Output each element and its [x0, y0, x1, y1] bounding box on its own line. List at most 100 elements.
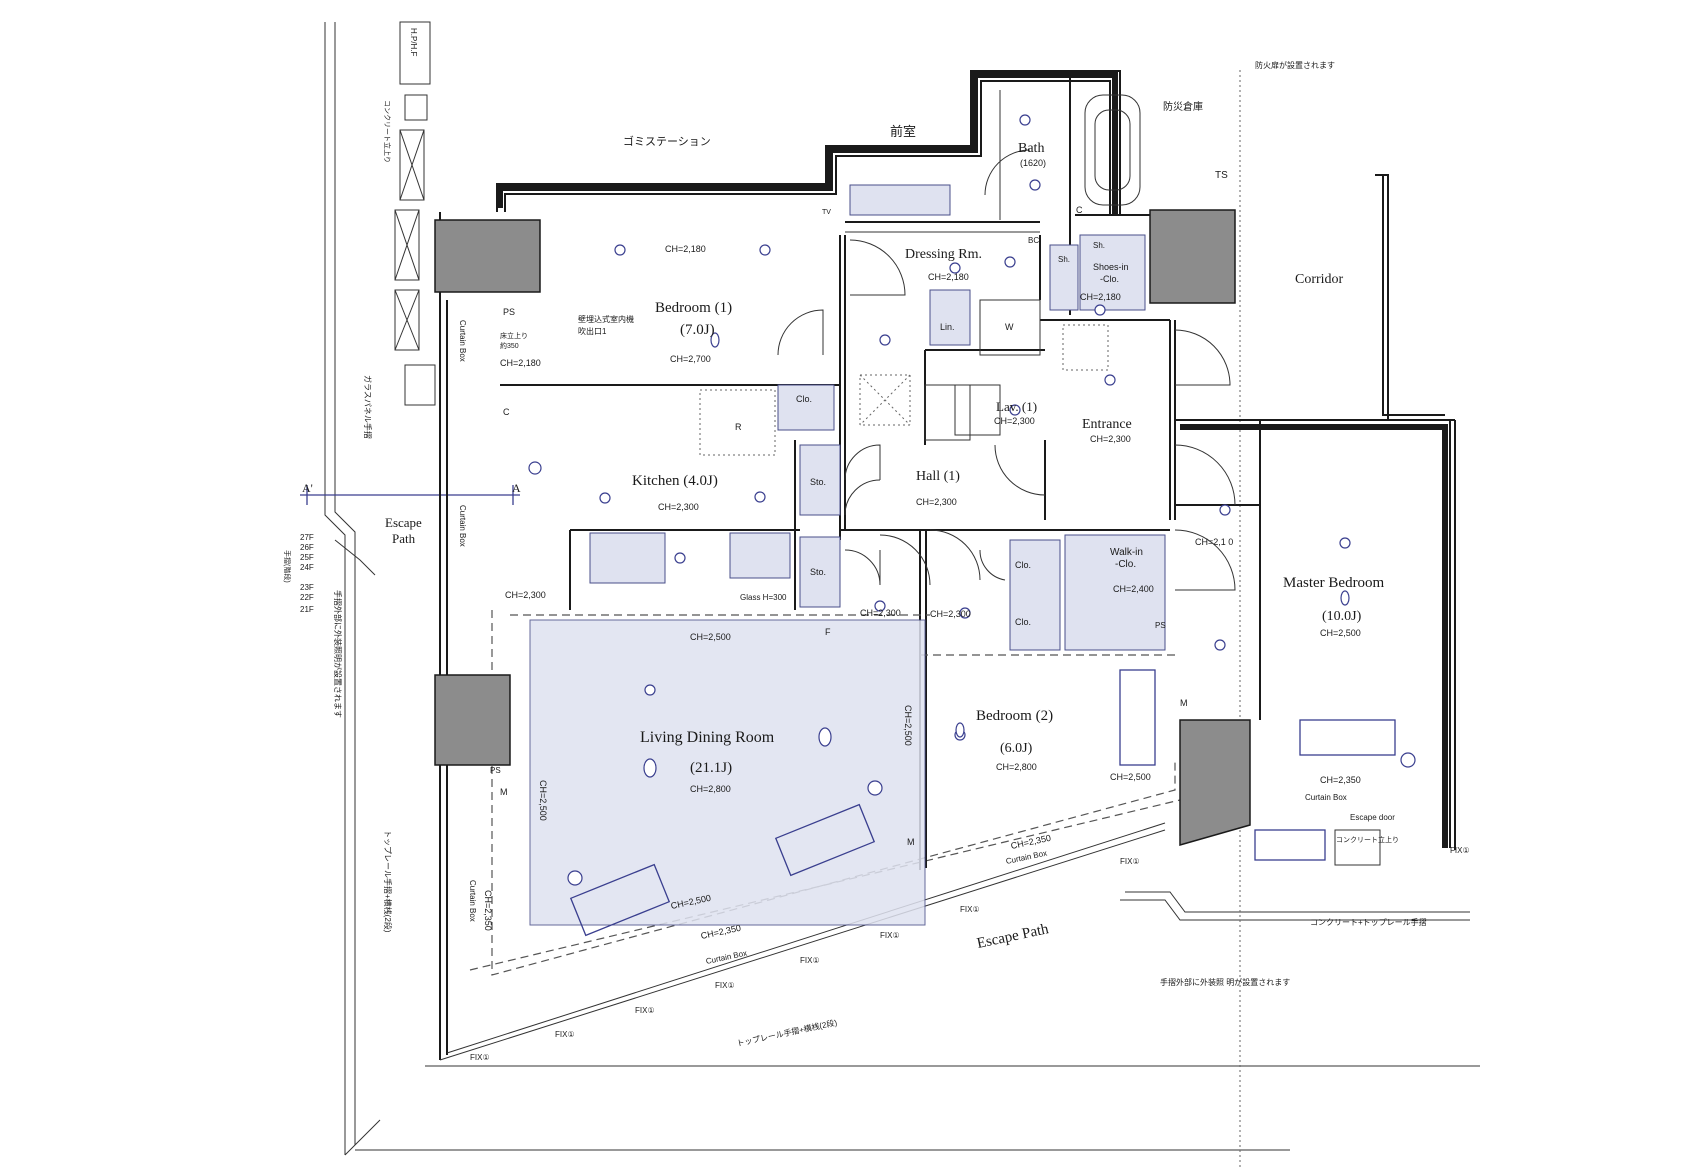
floor-26f: 26F	[300, 543, 314, 552]
bedroom2-size: (6.0J)	[1000, 741, 1033, 756]
ch-2350-b: CH=2,350	[1320, 775, 1361, 785]
disaster-storage-label: 防災倉庫	[1163, 100, 1203, 113]
floor-27f: 27F	[300, 533, 314, 542]
garbage-label: ゴミステーション	[623, 134, 711, 148]
fixture-labels: Lin. W Clo. Sto. Sto. Clo. Clo. R PS PS …	[470, 205, 1470, 1062]
concrete-up-label: コンクリート立上り	[383, 100, 392, 163]
bedroom1-ch: CH=2,700	[670, 354, 711, 364]
floor-25f: 25F	[300, 553, 314, 562]
floor-23f: 23F	[300, 583, 314, 592]
clo-label-3: Clo.	[1015, 617, 1031, 627]
shoes-name: Shoes-in	[1093, 262, 1129, 272]
tv-label: TV	[822, 209, 831, 216]
interior-walls	[500, 75, 1261, 870]
section-a-label: A	[512, 481, 521, 495]
curtain-box-3: Curtain Box	[1305, 793, 1347, 802]
shoes-ch: CH=2,180	[1080, 292, 1121, 302]
fixtures	[529, 94, 1396, 937]
fix-label-2: FIX①	[555, 1030, 575, 1039]
ch-2300-c: CH=2,300	[930, 609, 971, 619]
ch-2500-a: CH=2,500	[690, 632, 731, 642]
front-room-label: 前室	[890, 124, 916, 139]
top-rail-note: トップレール手摺+横桟(2段)	[736, 1017, 839, 1048]
entrance-name: Entrance	[1082, 417, 1132, 432]
hpf-label: H.P/H.F	[409, 28, 418, 57]
curtain-box-4: Curtain Box	[458, 320, 467, 362]
dressing-name: Dressing Rm.	[905, 247, 982, 262]
sh-label-2: Sh.	[1058, 255, 1070, 264]
bedroom1-name: Bedroom (1)	[655, 300, 732, 316]
master-size: (10.0J)	[1322, 609, 1362, 624]
exterior-left	[300, 21, 520, 576]
ch-2180-b: CH=2,180	[500, 358, 541, 368]
hall-name: Hall (1)	[916, 469, 960, 484]
handrail-label: 手摺(階段)	[283, 550, 292, 583]
ceiling-labels: CH=2,180 CH=2,180 CH=2,300 CH=2,300 CH=2…	[458, 244, 1399, 966]
bedroom1-size: (7.0J)	[680, 322, 715, 338]
concrete-rise-label: コンクリート立上り	[1336, 835, 1399, 844]
glass-rail-note: ガラスパネル手摺	[363, 375, 373, 439]
walkin-ch: CH=2,400	[1113, 584, 1154, 594]
rail-note-left: 手摺外部に外装照明が設置されます	[333, 590, 343, 718]
bc-label: BC	[1028, 236, 1039, 245]
outer-boundary-lines	[324, 22, 1480, 1170]
sto-label-2: Sto.	[810, 567, 826, 577]
walkin-name2: -Clo.	[1115, 559, 1136, 570]
master-ch: CH=2,500	[1320, 628, 1361, 638]
floor-21f: 21F	[300, 605, 314, 614]
curtain-box-6: Curtain Box	[468, 880, 477, 922]
clo-label-2: Clo.	[1015, 560, 1031, 570]
m-label-2: M	[907, 837, 915, 847]
top-rail-left-note: トップレール手摺+横桟(2段)	[383, 830, 393, 933]
bath-name: Bath	[1018, 141, 1044, 156]
rail-note-bottom: 手摺外部に外装照 明が設置されます	[1160, 977, 1290, 987]
sto-label-1: Sto.	[810, 477, 826, 487]
fix-label-4: FIX①	[715, 981, 735, 990]
curtain-box-5: Curtain Box	[458, 505, 467, 547]
escape-bottom-label: Escape Path	[975, 921, 1050, 952]
ps-label-3: PS	[490, 766, 501, 775]
bedroom2-name: Bedroom (2)	[976, 708, 1053, 724]
shoes-name2: -Clo.	[1100, 274, 1119, 284]
ch-2350-d: CH=2,350	[483, 890, 493, 931]
bath-size: (1620)	[1020, 158, 1046, 168]
fix-label-1: FIX①	[470, 1053, 490, 1062]
section-a2-label: A'	[302, 481, 313, 495]
concrete-rail-note: コンクリート+トップレール手摺	[1310, 917, 1427, 927]
bedroom2-ch: CH=2,800	[996, 762, 1037, 772]
fix-label-9: FIX①	[1450, 846, 1470, 855]
fix-label-3: FIX①	[635, 1006, 655, 1015]
ch-2300-a: CH=2,300	[505, 590, 546, 600]
lav-ch: CH=2,300	[994, 416, 1035, 426]
floor-24f: 24F	[300, 563, 314, 572]
lin-label: Lin.	[940, 322, 955, 332]
ch-2300-b: CH=2,300	[860, 608, 901, 618]
living-size: (21.1J)	[690, 760, 732, 776]
fix-label-5: FIX①	[800, 956, 820, 965]
fix-label-6: FIX①	[880, 931, 900, 940]
floor-up-value: 約350	[500, 341, 519, 350]
ts-label: TS	[1215, 170, 1228, 181]
living-ch: CH=2,800	[690, 784, 731, 794]
wall-ac-label2: 吹出口1	[578, 326, 607, 336]
walkin-name: Walk-in	[1110, 547, 1143, 558]
ps-label-1: PS	[503, 307, 515, 317]
c-label-1: C	[503, 407, 510, 417]
floor-22f: 22F	[300, 593, 314, 602]
curtain-box-1: Curtain Box	[1005, 849, 1048, 866]
doors	[777, 149, 1236, 591]
kitchen-ch: CH=2,300	[658, 502, 699, 512]
fire-door-note: 防火扉が設置されます	[1255, 60, 1335, 70]
w-label: W	[1005, 322, 1014, 332]
c-label-2: C	[1076, 205, 1083, 215]
wall-ac-label: 壁埋込式室内機	[578, 314, 634, 324]
m-label-3: M	[1180, 698, 1188, 708]
room-labels: Bedroom (1) (7.0J) CH=2,700 Kitchen (4.0…	[632, 141, 1385, 794]
living-name: Living Dining Room	[640, 729, 775, 746]
fix-label-8: FIX①	[1120, 857, 1140, 866]
glass-label: Glass H=300	[740, 593, 787, 602]
ch-2500-b: CH=2,500	[1110, 772, 1151, 782]
escape-left-label2: Path	[392, 531, 416, 546]
ch-2500-c: CH=2,500	[538, 780, 548, 821]
